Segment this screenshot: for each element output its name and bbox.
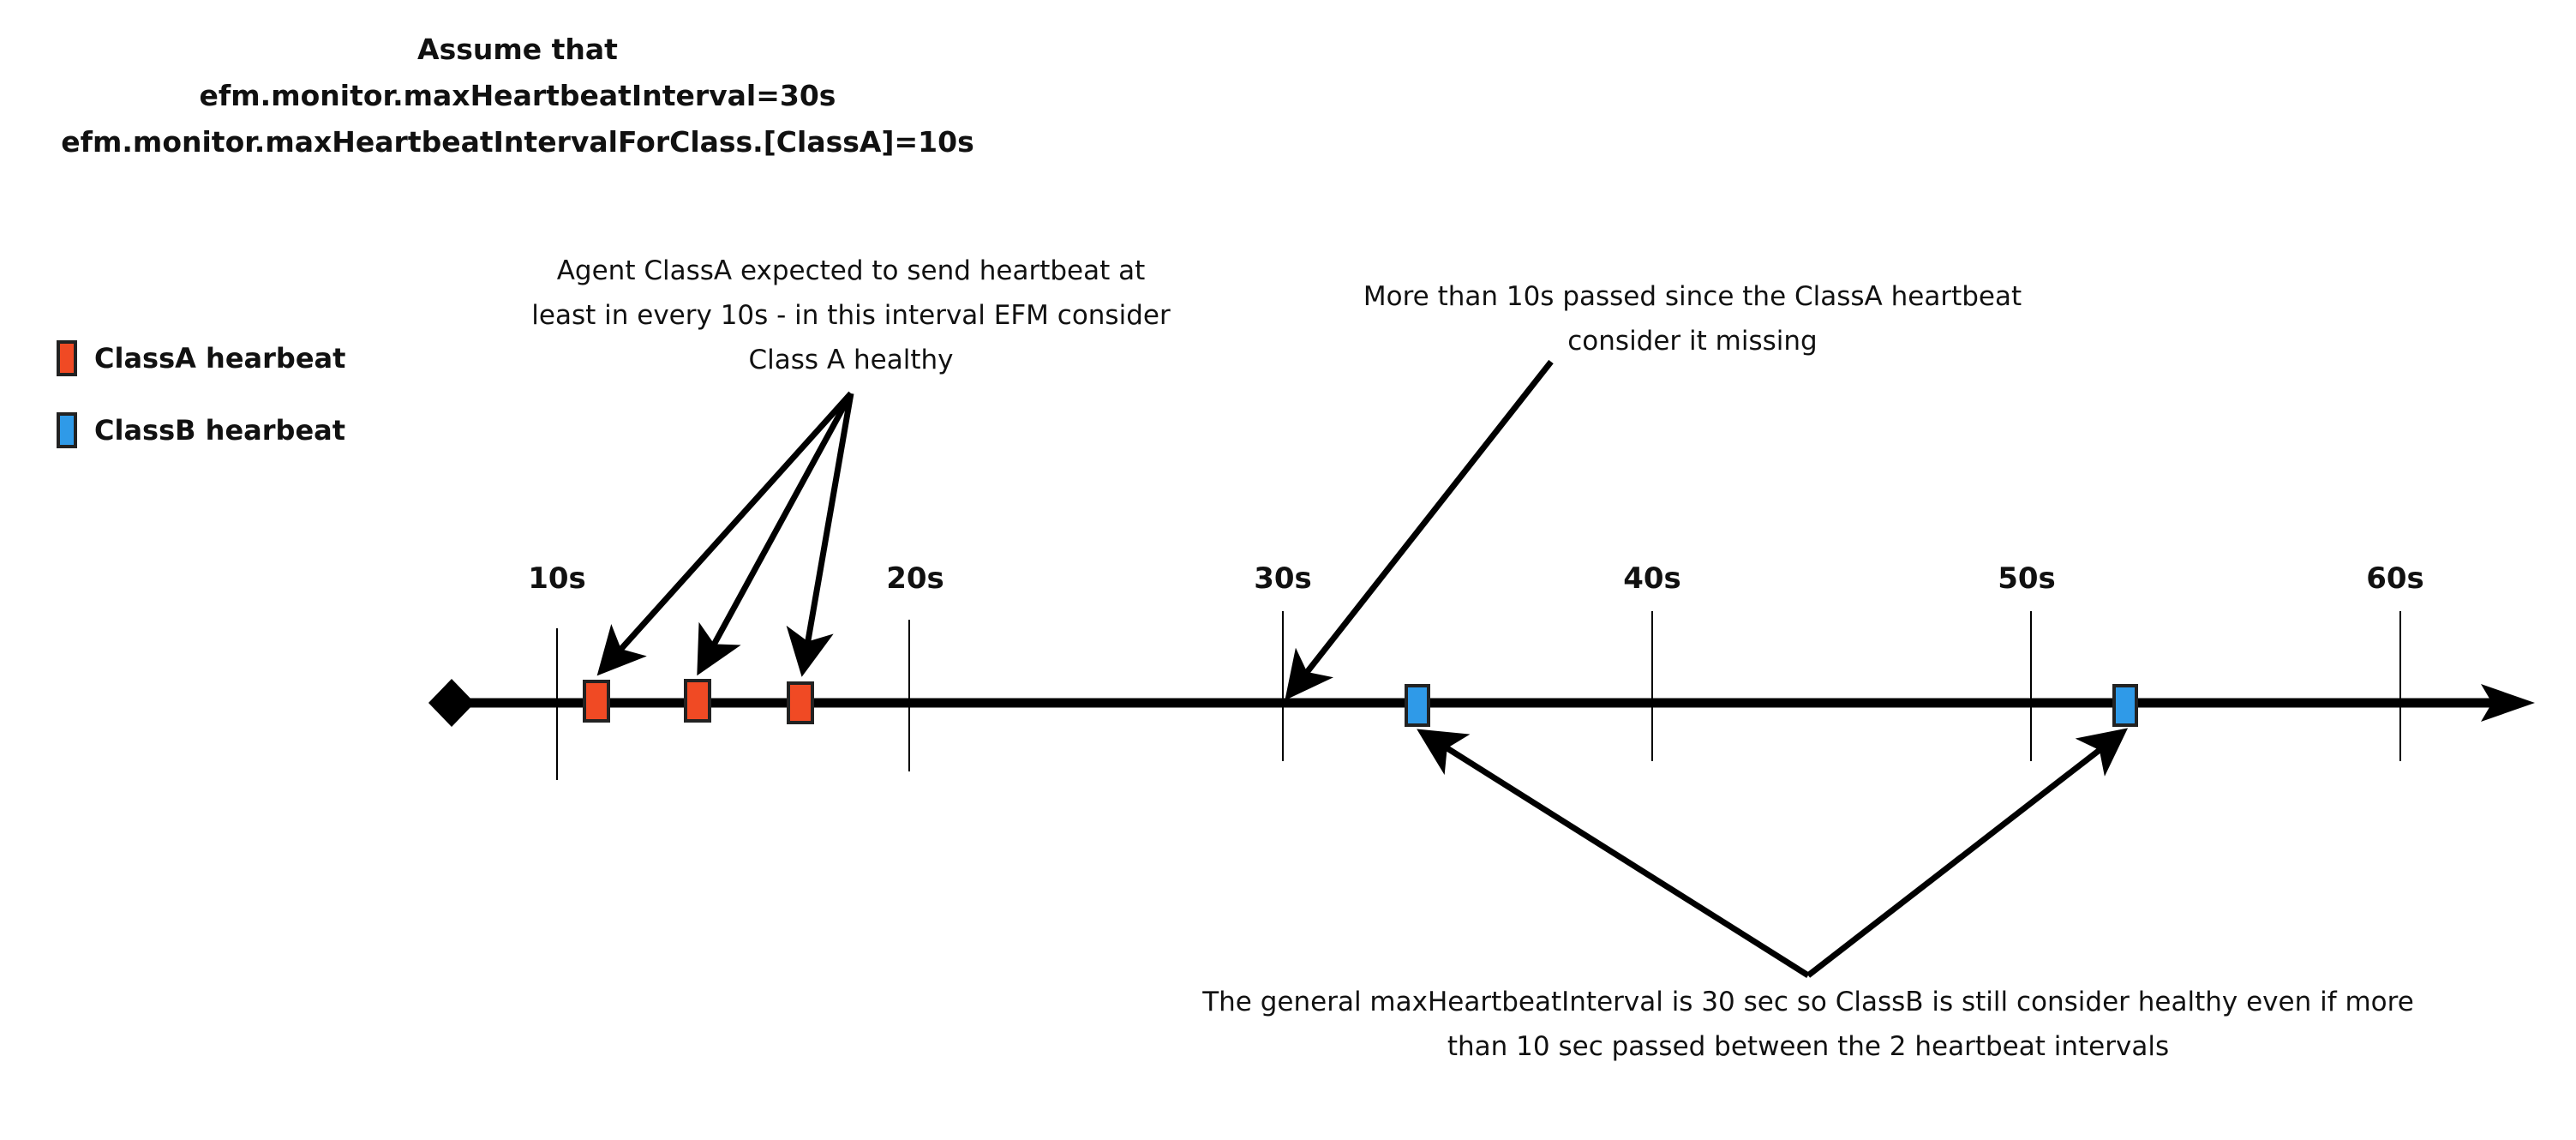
arrow-classA-1 xyxy=(596,391,854,676)
header-line-1: Assume that xyxy=(417,33,618,66)
tick-label-40s: 40s xyxy=(1623,561,1681,596)
classB-swatch-icon xyxy=(57,412,77,448)
tick-lines xyxy=(556,611,2401,780)
annotation-line: than 10 sec passed between the 2 heartbe… xyxy=(1447,1031,2170,1062)
tick-label-30s: 30s xyxy=(1254,561,1312,596)
annotation-classA: Agent ClassA expected to send heartbeat … xyxy=(531,249,1170,382)
tick-label-50s: 50s xyxy=(1998,561,2056,596)
tick-label-20s: 20s xyxy=(886,561,944,596)
annotation-line: The general maxHeartbeatInterval is 30 s… xyxy=(1202,987,2414,1017)
annotation-line: consider it missing xyxy=(1567,326,1818,357)
legend-item-classA: ClassA hearbeat xyxy=(57,340,345,376)
arrow-classA-3 xyxy=(786,393,854,677)
assumption-header: Assume that efm.monitor.maxHeartbeatInte… xyxy=(61,27,973,165)
classB-heartbeat-2 xyxy=(2112,684,2138,727)
annotation-line: least in every 10s - in this interval EF… xyxy=(531,300,1171,331)
header-line-3: efm.monitor.maxHeartbeatIntervalForClass… xyxy=(61,125,974,159)
tick-label-60s: 60s xyxy=(2366,561,2424,596)
annotation-missing: More than 10s passed since the ClassA he… xyxy=(1363,274,2022,363)
arrow-missing xyxy=(1285,359,1554,701)
annotation-line: Class A healthy xyxy=(748,345,954,375)
axis-end-arrow-icon xyxy=(2481,684,2535,722)
classA-swatch-icon xyxy=(57,340,77,376)
classA-heartbeat-2 xyxy=(684,679,711,723)
arrow-classB-1 xyxy=(1417,729,1810,978)
annotation-line: Agent ClassA expected to send heartbeat … xyxy=(556,255,1146,286)
classA-heartbeat-1 xyxy=(583,680,610,723)
legend-label: ClassB hearbeat xyxy=(94,414,346,447)
annotation-line: More than 10s passed since the ClassA he… xyxy=(1363,281,2022,312)
header-line-2: efm.monitor.maxHeartbeatInterval=30s xyxy=(199,79,836,112)
annotation-classB: The general maxHeartbeatInterval is 30 s… xyxy=(1202,980,2414,1069)
legend-label: ClassA hearbeat xyxy=(94,342,346,375)
classA-heartbeat-3 xyxy=(787,681,814,724)
tick-label-10s: 10s xyxy=(528,561,586,596)
arrow-classA-2 xyxy=(697,392,854,676)
axis-start-diamond-icon xyxy=(428,679,475,727)
arrow-classB-2 xyxy=(1806,728,2129,978)
legend-item-classB: ClassB hearbeat xyxy=(57,412,345,448)
classB-heartbeat-1 xyxy=(1405,684,1430,727)
